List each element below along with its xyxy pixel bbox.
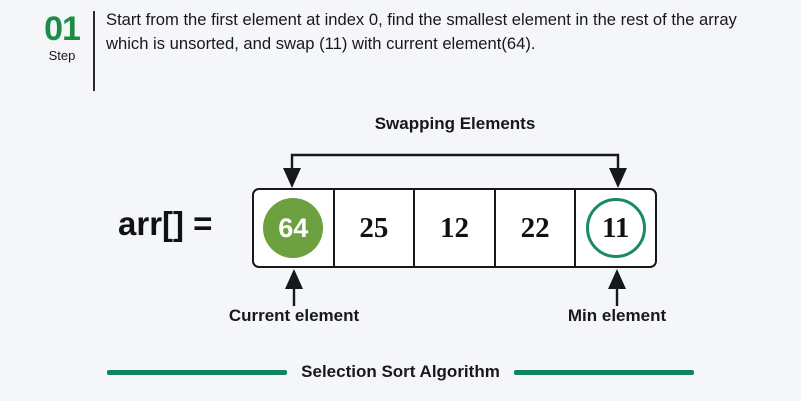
- current-element-circle-icon: [263, 198, 324, 258]
- footer-rule-left: [107, 369, 288, 375]
- array-cell-value: 22: [520, 211, 550, 244]
- array-variable-label: arr[] =: [118, 205, 213, 242]
- array-cell-0[interactable]: 64: [254, 190, 335, 266]
- min-element-arrow-icon: [603, 268, 631, 311]
- step-badge: 01 Step: [34, 12, 90, 63]
- min-element-label: Min element: [567, 306, 667, 325]
- array-cell-4[interactable]: 11: [576, 190, 655, 266]
- swapping-elements-label: Swapping Elements: [374, 114, 536, 133]
- min-element-circle-icon: [585, 198, 646, 258]
- current-element-arrow-icon: [280, 268, 308, 311]
- swap-bracket-arrow: [270, 144, 640, 195]
- array-cell-1[interactable]: 25: [335, 190, 416, 266]
- step-number: 01: [44, 10, 81, 48]
- step-divider: [93, 11, 95, 91]
- footer: Selection Sort Algorithm: [0, 362, 801, 382]
- array-cell-value: 12: [439, 211, 469, 244]
- step-word-label: Step: [48, 48, 76, 63]
- array-container: 64 25 12 22 11: [252, 188, 657, 268]
- array-cell-2[interactable]: 12: [415, 190, 496, 266]
- footer-rule-right: [513, 369, 694, 375]
- array-cell-value: 11: [601, 211, 630, 244]
- current-element-label: Current element: [228, 306, 360, 325]
- array-cell-value: 25: [359, 211, 389, 244]
- array-cell-3[interactable]: 22: [496, 190, 577, 266]
- footer-title: Selection Sort Algorithm: [301, 362, 500, 381]
- array-cell-value: 64: [278, 212, 309, 243]
- step-instruction-text: Start from the first element at index 0,…: [106, 10, 737, 54]
